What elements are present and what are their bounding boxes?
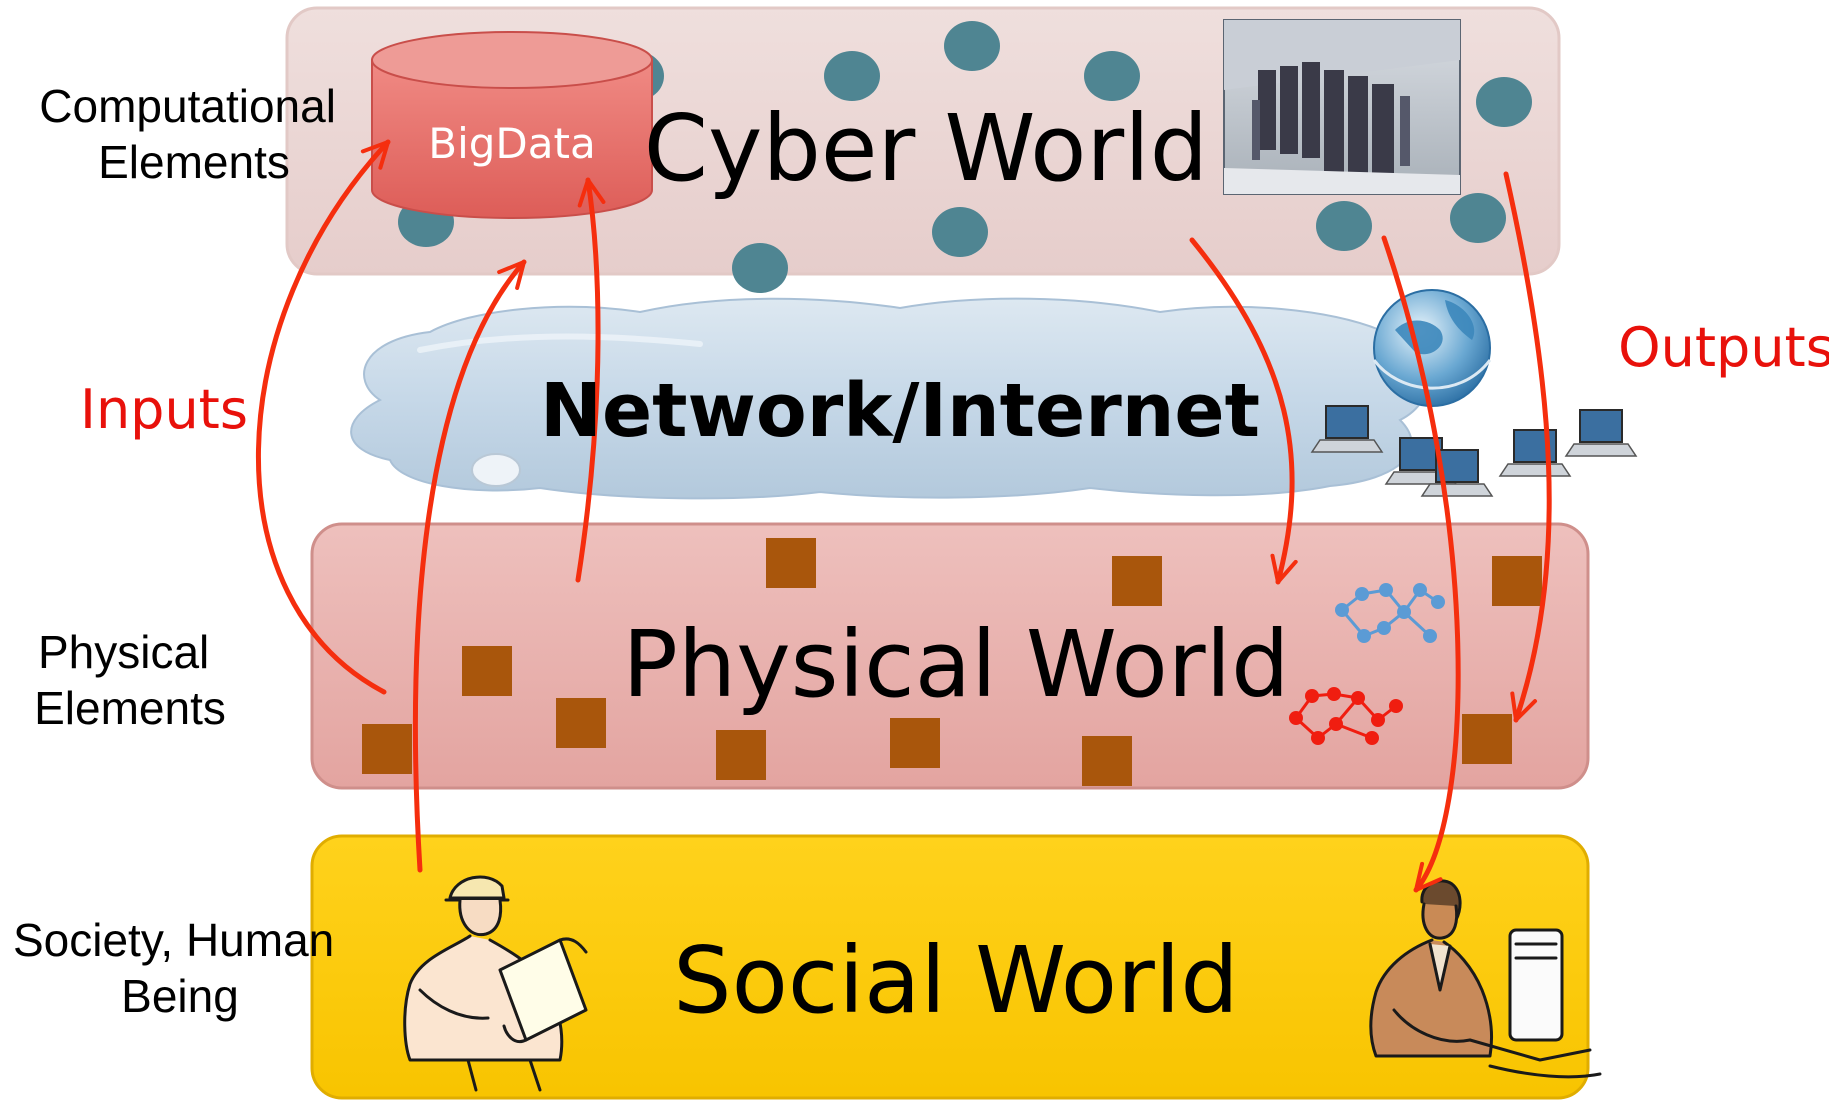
laptop-base (1498, 463, 1572, 477)
society-human-being-label: Society, Human Being (13, 914, 347, 1022)
laptop-base (1310, 439, 1384, 453)
graph-node (1355, 587, 1369, 601)
businessman-computer-clipart (1369, 879, 1602, 1079)
social-band (310, 834, 1590, 1100)
physical-line-2: Elements (34, 682, 226, 734)
physical-element-square (556, 698, 606, 748)
laptop-screen (1579, 409, 1623, 443)
computational-elements-label: Computational Elements (39, 80, 348, 188)
laptop-base (1420, 483, 1494, 497)
cyber-node-dot (824, 51, 880, 101)
inputs-label: Inputs (80, 378, 248, 441)
cyber-node-dot (1450, 193, 1506, 243)
social-line-1: Society, Human (13, 914, 334, 966)
physical-element-square (716, 730, 766, 780)
physical-layer (310, 522, 1590, 790)
graph-node (1377, 621, 1391, 635)
graph-node (1311, 731, 1325, 745)
physical-element-square (362, 724, 412, 774)
graph-node (1335, 603, 1349, 617)
physical-band (310, 522, 1590, 790)
social-layer (310, 834, 1602, 1100)
graph-node (1389, 699, 1403, 713)
physical-element-square (1112, 556, 1162, 606)
graph-node (1305, 689, 1319, 703)
computational-line-1: Computational (39, 80, 336, 132)
physical-world-title: Physical World (622, 611, 1289, 718)
graph-node (1431, 595, 1445, 609)
graph-node (1423, 629, 1437, 643)
cyber-node-dot (932, 207, 988, 257)
flow-arrows (255, 139, 1552, 893)
graph-node (1413, 583, 1427, 597)
physical-line-1: Physical (38, 626, 209, 678)
laptop-screen (1325, 405, 1369, 439)
graph-node (1327, 687, 1341, 701)
network-internet-title: Network/Internet (540, 368, 1260, 454)
cyber-world-title: Cyber World (644, 95, 1208, 202)
flow-arrow (412, 259, 527, 873)
physical-elements-label: Physical Elements (34, 626, 226, 734)
computational-line-2: Elements (98, 136, 290, 188)
flow-arrow (1381, 235, 1461, 893)
social-world-title: Social World (673, 927, 1239, 1034)
flow-arrow (1189, 237, 1298, 585)
social-line-2: Being (121, 970, 239, 1022)
physical-element-square (1082, 736, 1132, 786)
network-cloud (350, 297, 1429, 500)
graph-node (1351, 691, 1365, 705)
physical-element-square (1492, 556, 1542, 606)
graph-node (1329, 717, 1343, 731)
server-racks-photo (1223, 19, 1461, 195)
flow-arrow (575, 177, 606, 583)
physical-element-square (462, 646, 512, 696)
graph-node (1357, 629, 1371, 643)
globe-icon (1372, 289, 1492, 407)
flow-arrow (1503, 171, 1552, 723)
flow-arrow (255, 139, 391, 695)
cyber-node-dot (1316, 201, 1372, 251)
laptop-base (1564, 443, 1638, 457)
laptop-screen (1435, 449, 1479, 483)
graph-node (1379, 583, 1393, 597)
graph-node (1397, 605, 1411, 619)
graph-node (1365, 731, 1379, 745)
cyber-node-dot (1476, 77, 1532, 127)
graph-node (1371, 713, 1385, 727)
cyber-node-dot (944, 21, 1000, 71)
outputs-label: Outputs (1618, 316, 1829, 379)
database-label: BigData (428, 119, 595, 168)
network-graph-icon (1289, 687, 1403, 745)
cyber-node-dot (1084, 51, 1140, 101)
physical-element-square (1462, 714, 1512, 764)
physical-element-square (890, 718, 940, 768)
engineer-clipart (403, 875, 588, 1092)
graph-node (1289, 711, 1303, 725)
physical-element-square (766, 538, 816, 588)
network-graph-icon (1335, 583, 1445, 643)
physical-squares (362, 538, 1542, 786)
cyber-node-dot (732, 243, 788, 293)
